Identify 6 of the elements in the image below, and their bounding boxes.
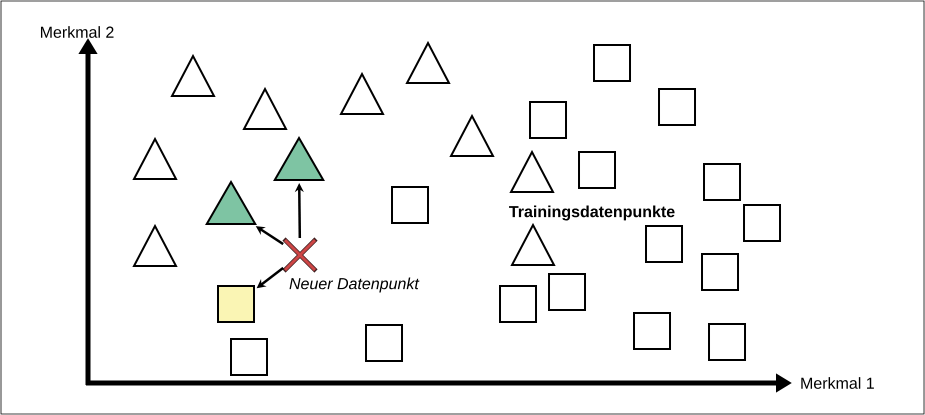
group-label: Trainingsdatenpunkte xyxy=(509,206,675,220)
square xyxy=(217,285,255,323)
axis-label: Merkmal 1 xyxy=(801,377,874,389)
axis-label: Merkmal 2 xyxy=(40,26,114,38)
point-label: Neuer Datenpunkt xyxy=(290,278,420,292)
cross-mark xyxy=(282,236,318,274)
